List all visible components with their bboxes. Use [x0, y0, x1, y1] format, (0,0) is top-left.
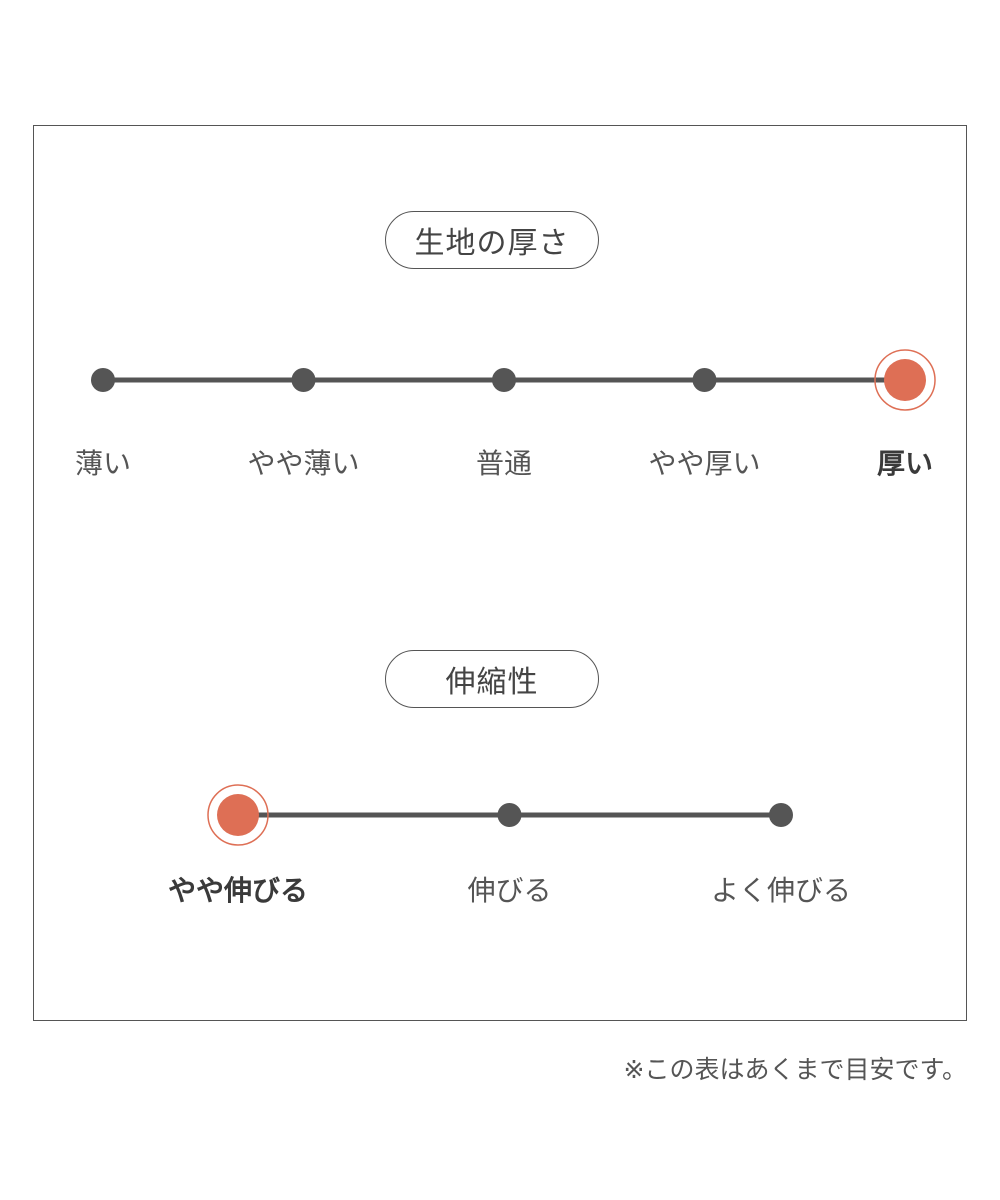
thickness-level-dot — [91, 368, 115, 392]
thickness-selected-marker — [884, 359, 926, 401]
stretch-title: 伸縮性 — [385, 650, 599, 708]
thickness-level-label: 薄い — [74, 447, 132, 480]
stretch-selected-marker — [217, 794, 259, 836]
thickness-level-dot — [692, 368, 717, 392]
thickness-level-dot — [492, 368, 516, 392]
stretch-level-label: やや伸びる — [167, 874, 309, 907]
thickness-level-label: 普通 — [475, 447, 533, 480]
stretch-level-dot — [769, 803, 793, 827]
thickness-selected-ring — [874, 349, 936, 411]
thickness-level-label: やや厚い — [648, 447, 761, 480]
disclaimer-note: ※この表はあくまで目安です。 — [623, 1055, 967, 1084]
chart-frame — [33, 125, 967, 1021]
stretch-level-dot — [497, 803, 522, 827]
thickness-level-label: やや薄い — [247, 447, 360, 480]
thickness-level-dot — [291, 368, 316, 392]
thickness-level-label: 厚い — [876, 447, 934, 480]
thickness-title: 生地の厚さ — [385, 211, 599, 269]
stretch-level-label: 伸びる — [467, 874, 552, 907]
stretch-selected-ring — [207, 784, 269, 846]
stretch-level-label: よく伸びる — [710, 874, 852, 907]
